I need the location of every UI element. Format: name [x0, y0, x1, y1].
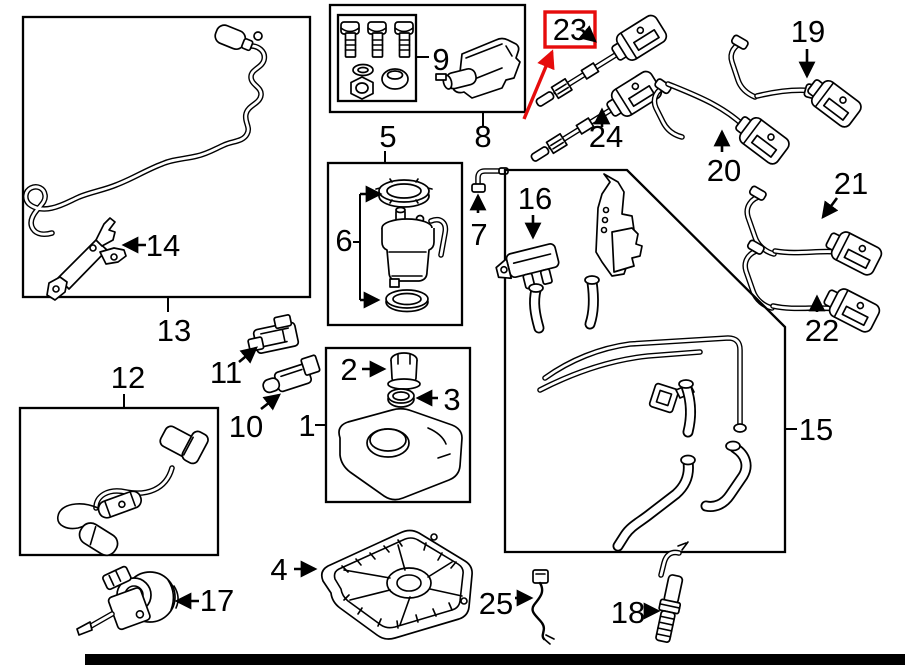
hose-with-connector [57, 425, 209, 557]
callout-21: 21 [821, 166, 868, 220]
callout-15-label[interactable]: 15 [799, 412, 833, 447]
exhaust-sensor-23 [535, 12, 670, 107]
callout-6-label[interactable]: 6 [335, 223, 352, 258]
callout-16: 16 [518, 181, 552, 240]
callout-14-label[interactable]: 14 [146, 228, 180, 263]
callout-21-label[interactable]: 21 [834, 166, 868, 201]
callout-12: 12 [111, 360, 145, 408]
callout-2-label[interactable]: 2 [340, 352, 357, 387]
exhaust-sensor-24 [530, 68, 665, 162]
callout-16-label[interactable]: 16 [518, 181, 552, 216]
callout-18-label[interactable]: 18 [611, 595, 645, 630]
fuel-pump-seal [385, 289, 429, 313]
connector-10 [262, 354, 321, 394]
wiring-set-box [18, 406, 220, 557]
callout-20-label[interactable]: 20 [707, 153, 741, 188]
callout-3: 3 [415, 382, 461, 417]
callout-2: 2 [340, 352, 387, 387]
callout-7-label[interactable]: 7 [470, 217, 487, 252]
callout-19-label[interactable]: 19 [791, 14, 825, 49]
callout-17: 17 [174, 583, 234, 618]
callout-14: 14 [121, 228, 180, 263]
reservoir-cap-2 [387, 352, 421, 390]
vent-pipe-assembly [540, 338, 747, 432]
seal-grommet-3 [387, 388, 415, 408]
callout-22-label[interactable]: 22 [805, 313, 839, 348]
bottom-bar [85, 654, 905, 665]
callout-17-label[interactable]: 17 [200, 583, 234, 618]
callout-11-label[interactable]: 11 [210, 355, 242, 390]
callout-7: 7 [469, 193, 488, 252]
callout-15: 15 [785, 412, 833, 447]
fuel-pump-module-box: 6 [326, 161, 464, 327]
fuel-line-bracket [46, 217, 127, 301]
callout-25-label[interactable]: 25 [479, 586, 513, 621]
callout-6: 6 [335, 185, 383, 309]
oxygen-sensor-18 [655, 541, 689, 643]
callout-13: 13 [157, 297, 191, 348]
leak-pump-kit-box: 9 [328, 3, 527, 114]
callout-8: 8 [474, 112, 492, 154]
callout-24: 24 [589, 107, 623, 154]
callout-1-label[interactable]: 1 [298, 408, 315, 443]
callout-5: 5 [379, 119, 397, 163]
callout-10-label[interactable]: 10 [229, 409, 263, 444]
fuel-line-kit-box: 14 [21, 15, 312, 301]
oxygen-sensor-19 [731, 34, 865, 131]
callout-4: 4 [270, 552, 318, 587]
callout-9-label[interactable]: 9 [432, 42, 449, 77]
callout-11: 11 [210, 346, 258, 390]
highlight-arrow [522, 49, 555, 120]
reservoir-box: 2 3 [324, 346, 472, 504]
hose-kit-box: 16 [495, 168, 787, 554]
callout-18: 18 [611, 595, 661, 630]
callout-13-label[interactable]: 13 [157, 313, 191, 348]
callout-10: 10 [229, 393, 282, 444]
oxygen-sensor-20 [654, 78, 793, 168]
sensor-wire-25 [531, 569, 555, 645]
callout-8-label[interactable]: 8 [474, 119, 491, 154]
reservoir-tank-1 [338, 407, 463, 501]
short-hoses [528, 275, 600, 328]
callout-20: 20 [707, 129, 741, 188]
fuel-pump-unit [381, 206, 445, 288]
oil-pan [320, 529, 473, 640]
callout-3-label[interactable]: 3 [443, 382, 460, 417]
callout-24-label[interactable]: 24 [589, 119, 623, 154]
purge-valve [76, 565, 179, 636]
pressure-sensor-16 [495, 243, 560, 290]
breather-hoses [618, 440, 746, 547]
callout-9: 9 [416, 42, 450, 77]
callout-25: 25 [479, 586, 534, 621]
fuel-pump-lock-ring [375, 178, 433, 208]
sensor-bracket [595, 173, 643, 277]
callout-23-label[interactable]: 23 [553, 12, 587, 47]
callout-1: 1 [298, 408, 326, 443]
elbow-fitting [471, 167, 509, 193]
leak-detection-pump [435, 37, 521, 99]
callout-12-label[interactable]: 12 [111, 360, 145, 395]
oxygen-sensor-21 [747, 185, 885, 279]
callout-23-highlighted: 23 [522, 10, 597, 120]
oxygen-sensor-22 [745, 239, 883, 336]
callout-4-label[interactable]: 4 [270, 552, 287, 587]
fuel-line-assembly [26, 24, 265, 234]
hardware-kit [340, 21, 414, 100]
callout-5-label[interactable]: 5 [379, 119, 396, 154]
callout-19: 19 [791, 14, 825, 79]
callout-22: 22 [805, 294, 839, 348]
